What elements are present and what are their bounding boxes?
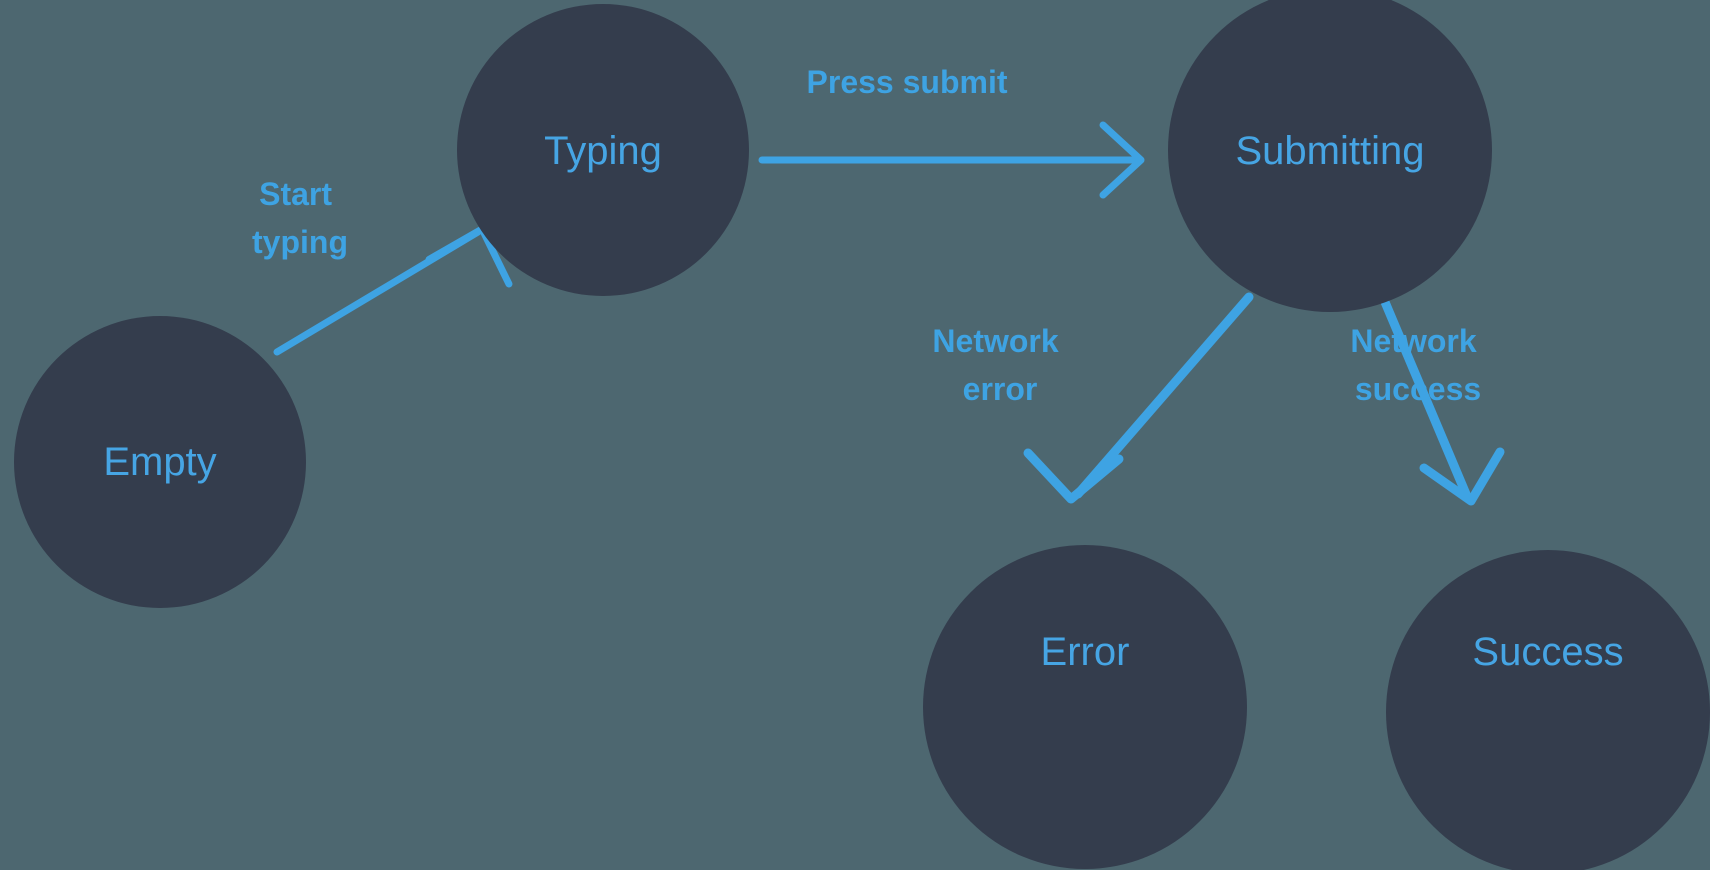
state-label-empty: Empty xyxy=(103,440,216,484)
state-label-success: Success xyxy=(1472,630,1623,674)
edge-label-network-success: Network success xyxy=(1350,323,1485,407)
edge-empty-to-typing: Start typing xyxy=(252,176,513,356)
state-circle-error[interactable] xyxy=(923,545,1247,869)
state-node-empty[interactable]: Empty xyxy=(14,316,306,608)
edge-label-line: Network xyxy=(932,323,1058,359)
edge-line-submitting-to-error xyxy=(1073,292,1254,499)
edge-submitting-to-error: Network error xyxy=(932,292,1254,504)
edge-label-line: Start xyxy=(259,176,332,212)
arrowhead-submitting-to-error xyxy=(1023,448,1124,504)
state-label-submitting: Submitting xyxy=(1236,129,1425,173)
edge-label-line: error xyxy=(963,371,1038,407)
state-circle-empty[interactable] xyxy=(14,316,306,608)
edge-label-line: Press submit xyxy=(807,64,1008,100)
edge-label-line: success xyxy=(1355,371,1481,407)
state-circle-typing[interactable] xyxy=(457,4,749,296)
state-node-success[interactable]: Success xyxy=(1386,550,1710,870)
edge-label-line: Network xyxy=(1350,323,1476,359)
edge-typing-to-submitting: Press submit xyxy=(758,64,1145,199)
edge-label-start-typing: Start typing xyxy=(252,176,348,260)
state-circle-success[interactable] xyxy=(1386,550,1710,870)
state-node-typing[interactable]: Typing xyxy=(457,4,749,296)
edge-label-press-submit: Press submit xyxy=(807,64,1008,100)
arrowhead-typing-to-submitting xyxy=(1099,121,1145,199)
edge-submitting-to-success: Network success xyxy=(1350,297,1505,506)
edge-line-submitting-to-success xyxy=(1380,297,1471,499)
state-node-error[interactable]: Error xyxy=(923,545,1247,869)
edge-label-line: typing xyxy=(252,224,348,260)
state-circle-submitting[interactable] xyxy=(1168,0,1492,312)
edge-label-network-error: Network error xyxy=(932,323,1067,407)
state-node-submitting[interactable]: Submitting xyxy=(1168,0,1492,312)
state-label-error: Error xyxy=(1041,630,1130,674)
state-label-typing: Typing xyxy=(544,129,662,173)
arrowhead-submitting-to-success xyxy=(1419,447,1505,506)
